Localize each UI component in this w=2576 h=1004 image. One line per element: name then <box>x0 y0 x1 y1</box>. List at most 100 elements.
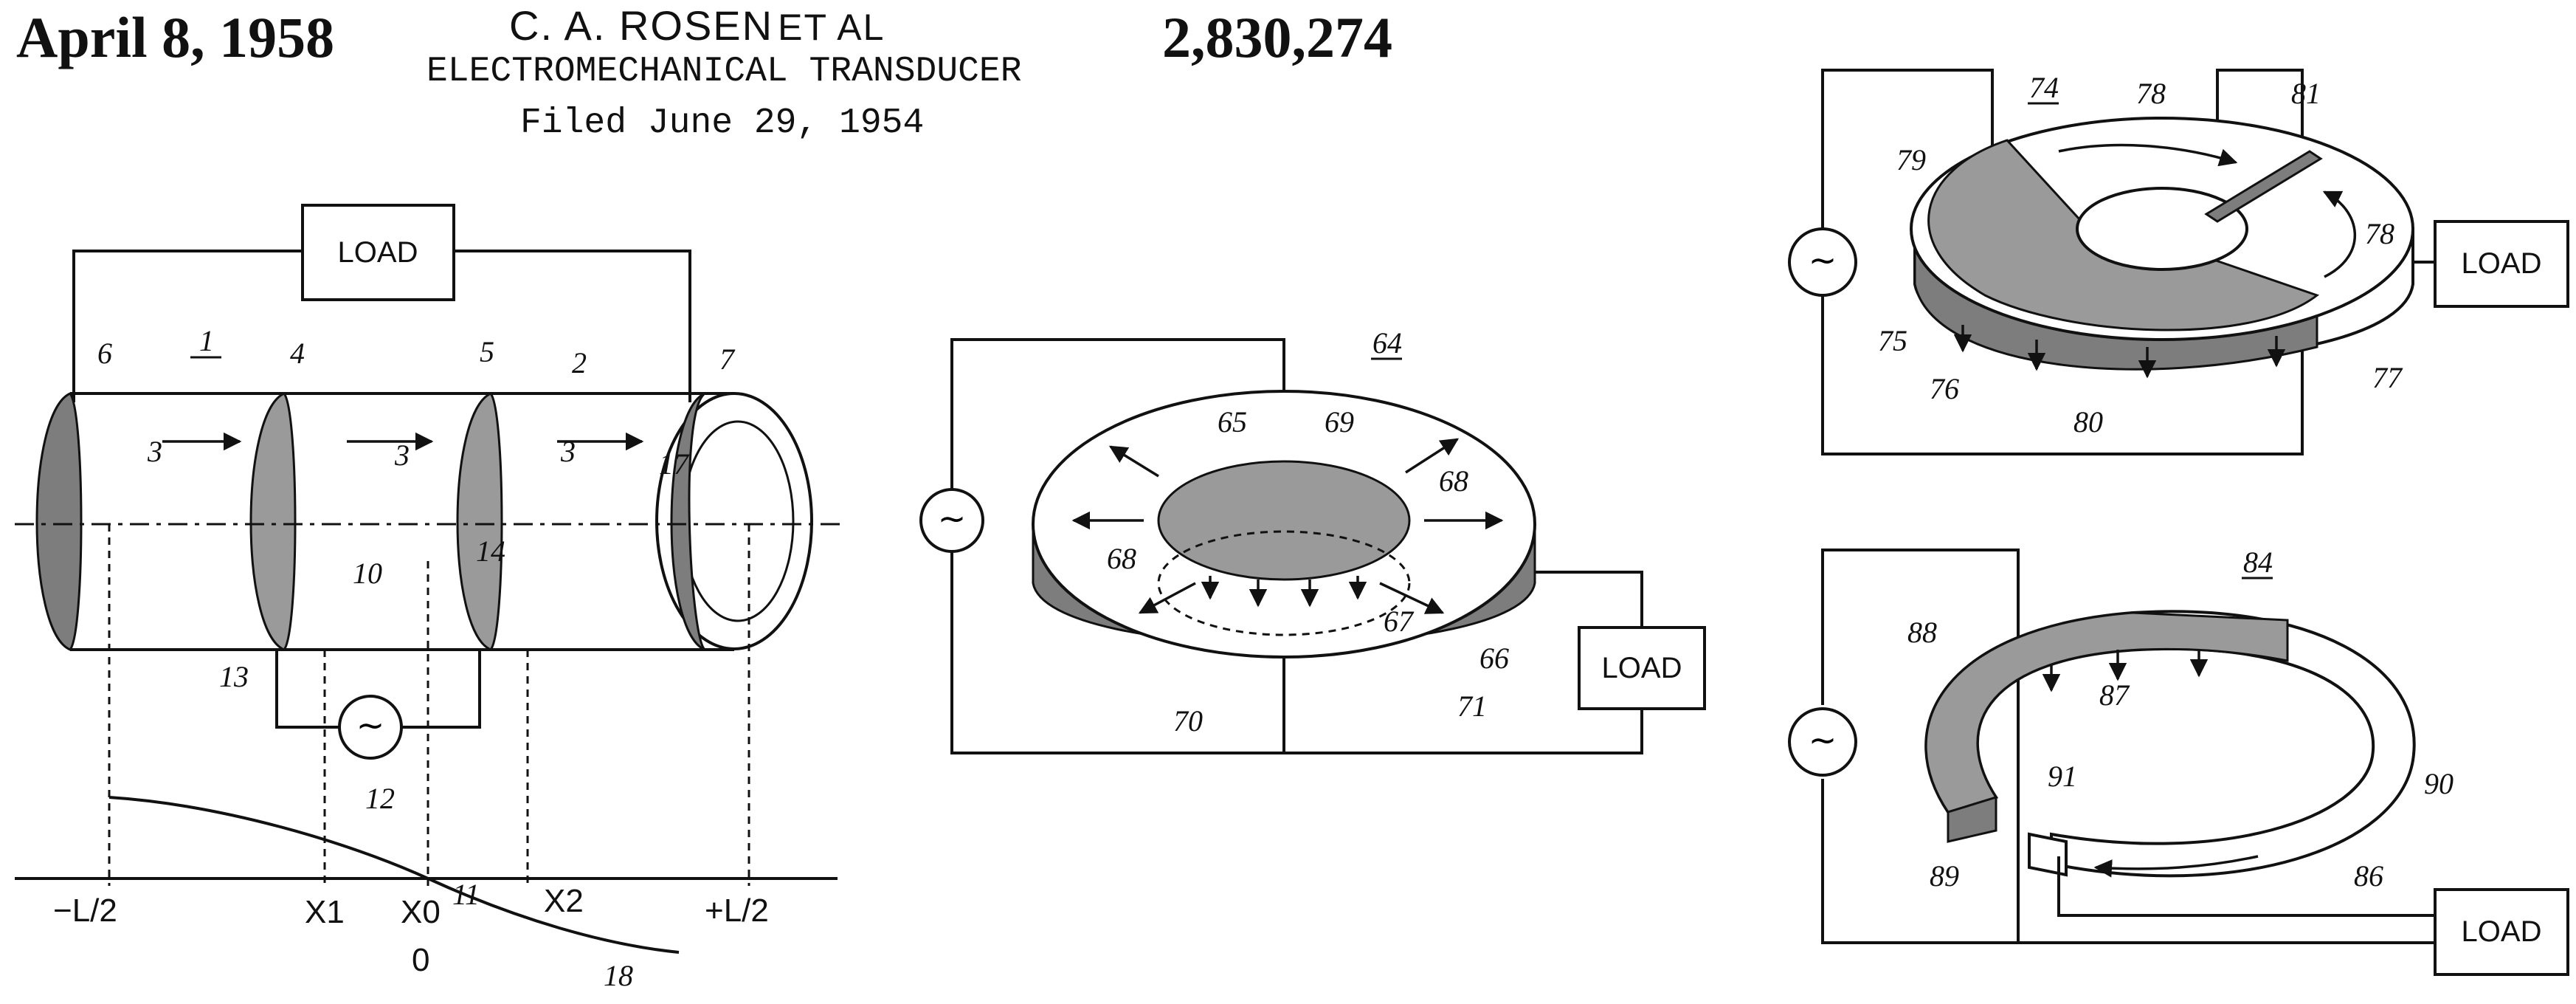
fig4-drive-wire-top <box>1821 549 2020 705</box>
fig3-gap-81 <box>2204 150 2323 223</box>
inventor-name-text: C. A. ROSEN <box>509 2 774 49</box>
fig4-ref-84: 84 <box>2243 546 2273 579</box>
fig1-ref-4: 4 <box>290 337 305 370</box>
fig4-ref-90: 90 <box>2424 767 2454 800</box>
fig1-ref-11: 11 <box>452 878 480 911</box>
fig4-end-face-91 <box>2028 832 2068 877</box>
fig2-drive-wire-bottom <box>950 551 1285 754</box>
fig4-ref-88: 88 <box>1907 616 1937 649</box>
fig3-ref-75: 75 <box>1878 324 1907 357</box>
fig4-ring-electrode <box>1924 611 2289 814</box>
fig4-load-wire <box>2057 856 2435 917</box>
fig2-ref-70: 70 <box>1173 704 1203 737</box>
fig1-load-label: LOAD <box>338 236 418 269</box>
fig4-load-box <box>2434 888 2569 976</box>
fig2-radial-arrow-6 <box>1379 582 1445 614</box>
fig4-ref-87: 87 <box>2099 678 2130 712</box>
fig3-ac-source-icon: ~ <box>1809 240 1837 280</box>
fig3-ref-78a: 78 <box>2136 77 2166 110</box>
patent-number: 2,830,274 <box>1162 5 1392 69</box>
fig2-ref-68a: 68 <box>1439 464 1468 498</box>
fig4-ac-source <box>1788 707 1857 777</box>
fig1-load-wire-right <box>454 250 691 402</box>
filing-date: Filed June 29, 1954 <box>520 103 925 143</box>
fig1-ref-5: 5 <box>480 335 494 368</box>
fig1-ac-source <box>338 695 403 760</box>
fig2-ref-69: 69 <box>1325 405 1354 439</box>
fig4-load-label: LOAD <box>2462 915 2542 948</box>
fig3-circ-arrow-top <box>2058 143 2238 167</box>
fig2-ref-66: 66 <box>1479 642 1509 675</box>
fig2-load-box <box>1578 626 1706 710</box>
inventor-suffix: ET AL <box>778 7 885 48</box>
fig1-axis-x2: X2 <box>544 883 584 919</box>
fig1-load-wire-left <box>72 250 303 402</box>
fig1-ref-3a: 3 <box>147 435 162 468</box>
fig2-disc-transducer: ~ LOAD 64 65 66 67 68 68 68 69 70 <box>919 326 1706 754</box>
fig3-circ-arrow-right <box>2322 190 2356 278</box>
fig1-ref-10: 10 <box>353 557 382 590</box>
fig2-inner-electrode-bottom <box>1157 530 1411 636</box>
fig1-drive-wire-right <box>402 650 481 729</box>
fig3-ref-74: 74 <box>2029 71 2059 104</box>
fig4-ref-89: 89 <box>1930 859 1959 893</box>
fig1-electrode-5 <box>456 392 503 651</box>
fig3-load-wire <box>2216 69 2304 155</box>
fig1-cylinder-transducer: LOAD ~ 1 <box>15 204 841 992</box>
fig4-end-face-89 <box>1947 795 1997 843</box>
fig1-ref-14: 14 <box>476 534 505 568</box>
fig3-ref-80: 80 <box>2073 405 2103 439</box>
fig2-inner-electrode <box>1157 460 1411 581</box>
fig1-ref-17: 17 <box>659 447 690 481</box>
fig2-radial-arrow-2 <box>1405 438 1460 474</box>
fig1-electrode-6 <box>35 392 83 651</box>
fig4-ac-source-icon: ~ <box>1809 720 1837 760</box>
fig2-ref-68b: 68 <box>1107 542 1136 575</box>
fig3-load-box <box>2434 220 2569 308</box>
patent-title: ELECTROMECHANICAL TRANSDUCER <box>427 52 1022 92</box>
fig3-ref-76: 76 <box>1930 372 1959 405</box>
fig4-circ-arrow <box>2093 855 2259 878</box>
fig2-ac-source-icon: ~ <box>938 498 967 538</box>
fig3-ref-78b: 78 <box>2365 217 2394 250</box>
fig4-open-ring-transducer: ~ LOAD 84 86 87 88 89 90 91 <box>1788 546 2569 976</box>
fig1-axis-zero: 0 <box>412 942 429 978</box>
fig2-ref-67: 67 <box>1384 605 1415 638</box>
fig3-ref-79: 79 <box>1896 143 1926 176</box>
fig1-axis-x0: X0 <box>401 894 441 930</box>
fig1-ac-source-icon: ~ <box>356 705 385 745</box>
fig1-ref-2: 2 <box>572 346 587 379</box>
fig1-ref-1: 1 <box>199 324 214 357</box>
fig4-drive-wire-bottom <box>1821 779 2435 944</box>
fig2-ref-71: 71 <box>1457 690 1487 723</box>
fig2-ref-64: 64 <box>1372 326 1402 360</box>
fig1-ref-7: 7 <box>719 343 736 376</box>
fig2-radial-arrow-5 <box>1138 582 1196 614</box>
fig2-ref-65: 65 <box>1218 405 1247 439</box>
fig3-ring-bore <box>2076 187 2248 271</box>
fig1-strain-curve <box>108 796 680 954</box>
fig1-ref-3b: 3 <box>394 439 410 472</box>
fig1-ref-18: 18 <box>604 959 633 992</box>
fig3-drive-wire-bottom <box>1821 295 2304 455</box>
fig1-ref-6: 6 <box>97 337 112 370</box>
fig1-axis-plus-l2: +L/2 <box>705 893 769 929</box>
fig3-ref-77: 77 <box>2372 361 2403 394</box>
fig2-radial-arrow-1 <box>1108 445 1159 478</box>
fig1-ref-3c: 3 <box>560 435 576 468</box>
fig1-axis-minus-l2: −L/2 <box>53 893 117 929</box>
fig2-load-wire-top <box>1535 571 1643 628</box>
fig2-load-label: LOAD <box>1602 652 1682 684</box>
fig2-ac-source <box>919 488 984 553</box>
fig1-electrode-4 <box>249 392 297 651</box>
fig3-ac-source <box>1788 227 1857 297</box>
fig4-ref-86: 86 <box>2354 859 2383 893</box>
fig1-ref-13: 13 <box>219 660 249 693</box>
fig3-ref-81: 81 <box>2291 77 2321 110</box>
fig1-axis-x1: X1 <box>305 894 345 930</box>
patent-date: April 8, 1958 <box>16 5 335 69</box>
fig2-load-wire-bottom <box>1284 709 1643 754</box>
fig1-drive-wire-left <box>275 650 339 729</box>
